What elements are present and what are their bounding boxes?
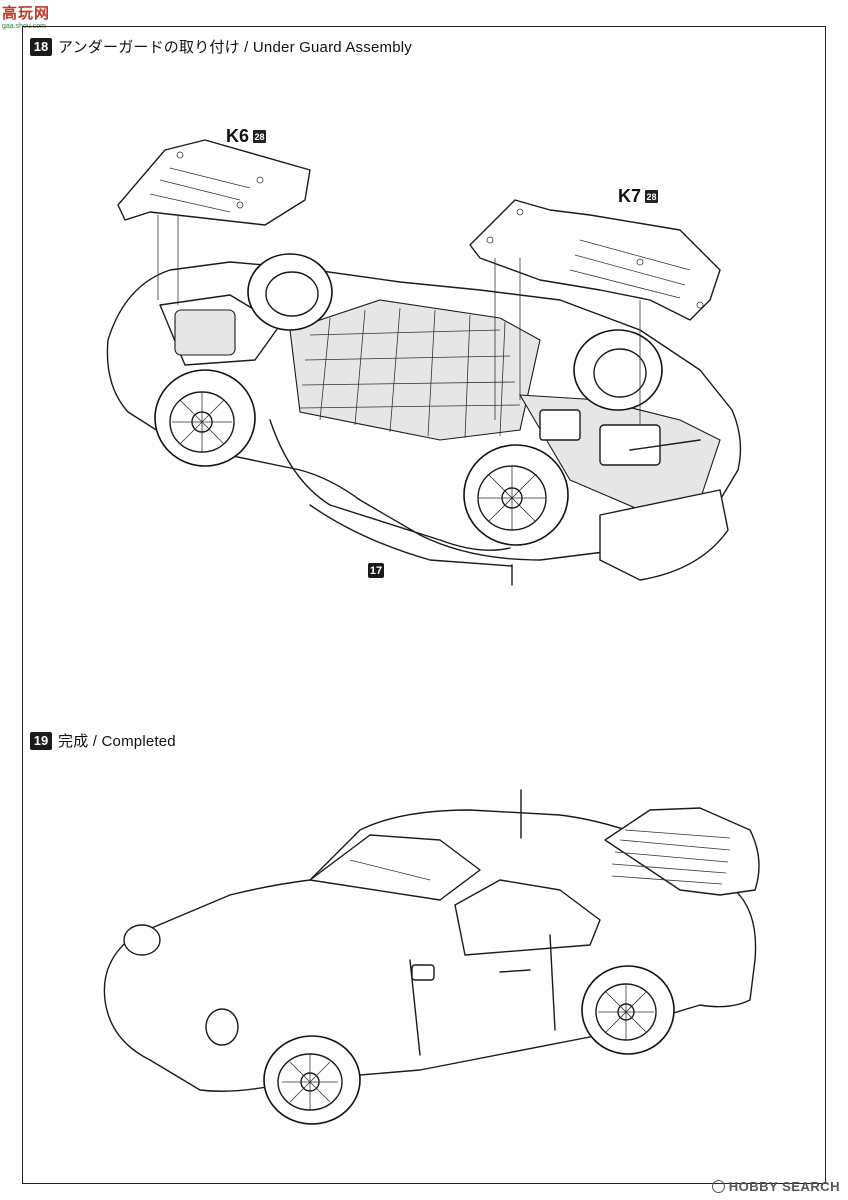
- part-k7-code: K7: [618, 186, 642, 206]
- wheel-front-left: [247, 253, 333, 331]
- step-18-title: アンダーガードの取り付け / Under Guard Assembly: [58, 39, 412, 56]
- part-k6-code: K6: [226, 126, 250, 146]
- step-19-title: 完成 / Completed: [58, 733, 176, 750]
- watermark-main-text: 高玩网: [2, 5, 51, 22]
- part-label-k7: K7 28: [618, 186, 659, 207]
- completed-wheel-front: [263, 1035, 361, 1125]
- part-k6-sprue-number: 28: [253, 130, 267, 143]
- completed-car-drawing: [103, 789, 760, 1125]
- step-19-badge: 19: [30, 731, 52, 750]
- wheel-front-right: [154, 369, 256, 467]
- watermark-bottom-text: HOBBY SEARCH: [728, 1179, 840, 1194]
- completed-wheel-rear: [581, 965, 675, 1055]
- instruction-page-frame: [22, 26, 826, 1184]
- underbody-car-drawing: [106, 253, 742, 586]
- wheel-rear-left: [573, 329, 663, 411]
- watermark-circle-icon: [711, 1180, 725, 1193]
- watermark-bottom-logo: HOBBY SEARCH: [711, 1179, 840, 1194]
- step-19-header: 19 完成 / Completed: [30, 730, 176, 751]
- part-k7-sprue-number: 28: [645, 190, 659, 203]
- part-label-k6: K6 28: [226, 126, 267, 147]
- k6-under-guard-part: [117, 139, 311, 305]
- reference-step-17-badge: 17: [368, 563, 384, 578]
- step-18-badge: 18: [30, 37, 52, 56]
- step-18-header: 18 アンダーガードの取り付け / Under Guard Assembly: [30, 36, 412, 57]
- k7-under-guard-part: [469, 199, 721, 425]
- wheel-rear-right: [463, 444, 569, 546]
